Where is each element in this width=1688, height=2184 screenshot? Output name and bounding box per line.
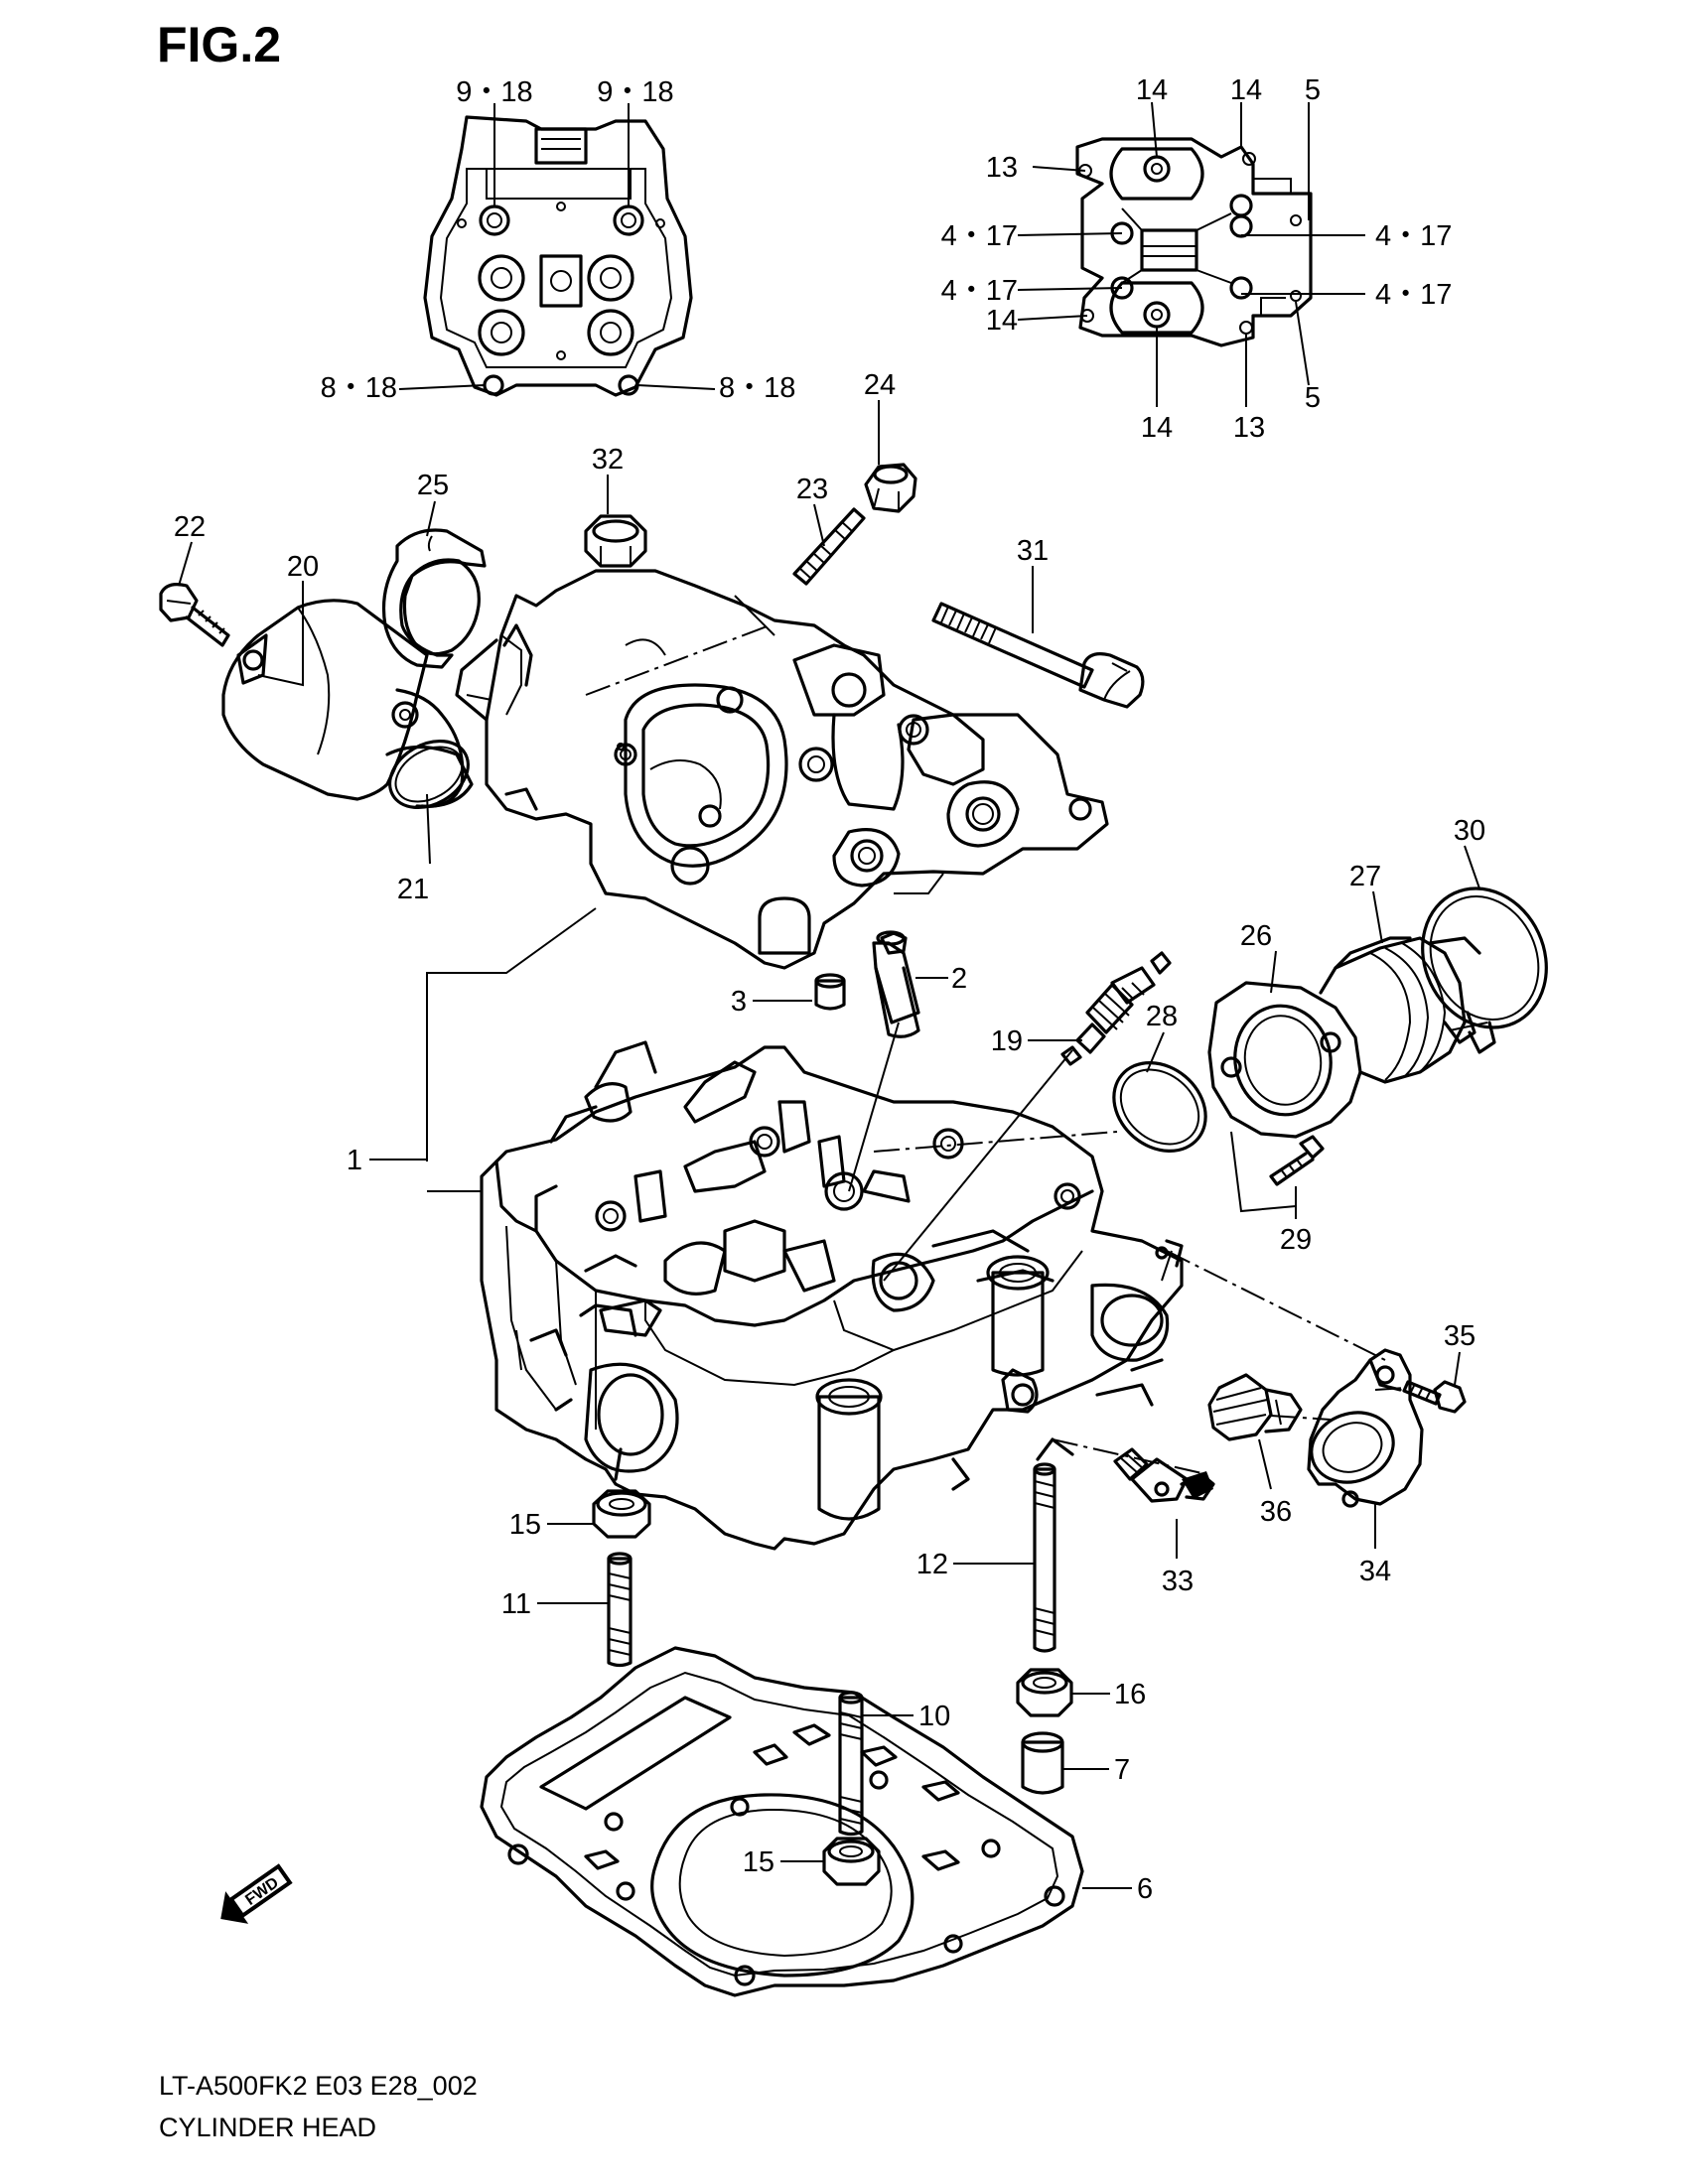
callout-31: 31	[1017, 535, 1049, 567]
callout-12: 12	[916, 1549, 948, 1580]
intake-pipe-27-drawing	[1319, 936, 1481, 1084]
callout-14-a: 14	[1136, 74, 1168, 106]
o-ring-28-drawing	[1112, 1060, 1207, 1154]
callout-4-17-a: 4・17	[941, 220, 1018, 252]
callout-4-17-b: 4・17	[1375, 220, 1452, 252]
thermostat-36-drawing	[1207, 1373, 1303, 1441]
clamp-30-drawing	[1421, 887, 1548, 1054]
bolt-31-drawing	[931, 602, 1145, 709]
stud-11-drawing	[607, 1552, 633, 1668]
callout-34: 34	[1359, 1556, 1391, 1587]
callout-5-b: 5	[1305, 382, 1321, 414]
bolt-35-drawing	[1402, 1380, 1467, 1414]
callout-9-18-right: 9・18	[597, 76, 673, 108]
callout-35: 35	[1444, 1320, 1476, 1352]
callout-1: 1	[347, 1145, 362, 1176]
callout-15-upper: 15	[509, 1509, 541, 1541]
spark-plug-19-drawing	[1060, 951, 1172, 1066]
callout-32: 32	[592, 444, 624, 476]
stud-12-drawing	[1033, 1462, 1056, 1653]
figure-title: FIG.2	[157, 17, 281, 72]
callout-22: 22	[174, 511, 206, 543]
callout-28: 28	[1146, 1001, 1178, 1032]
stud-10-drawing	[838, 1691, 864, 1837]
callout-13-a: 13	[986, 152, 1018, 184]
callout-30: 30	[1454, 815, 1485, 847]
center-dash-lines	[585, 624, 1406, 1475]
guide-2-drawing	[872, 930, 920, 1038]
figure-code: LT-A500FK2 E03 E28_002	[159, 2071, 478, 2101]
callout-5-a: 5	[1305, 74, 1321, 106]
nut-24-drawing	[864, 463, 917, 513]
callout-10: 10	[918, 1701, 950, 1732]
callout-4-17-c: 4・17	[941, 275, 1018, 307]
nut-15-lower-drawing	[822, 1837, 881, 1886]
callout-13-b: 13	[1233, 412, 1265, 444]
cylinder-head-cover-drawing	[455, 569, 1109, 970]
cylinder-head-drawing	[480, 1040, 1184, 1551]
main-leader-lines	[178, 400, 1480, 1889]
dowel-3-drawing	[814, 973, 846, 1011]
callout-27: 27	[1349, 861, 1381, 892]
callout-8-18-left: 8・18	[321, 372, 397, 404]
callout-33: 33	[1162, 1566, 1194, 1597]
screw-29-drawing	[1269, 1135, 1325, 1186]
callout-16: 16	[1114, 1679, 1146, 1710]
dowel-7-drawing	[1021, 1731, 1064, 1795]
forward-direction-arrow: FWD	[220, 1863, 293, 1924]
callout-14-b: 14	[1230, 74, 1262, 106]
callout-14-d: 14	[1141, 412, 1173, 444]
nut-15-upper-drawing	[592, 1489, 651, 1539]
nut-16-drawing	[1016, 1668, 1073, 1717]
callout-15-lower: 15	[743, 1846, 774, 1878]
nut-32-drawing	[584, 514, 647, 568]
callout-24: 24	[864, 369, 896, 401]
bolt-22-drawing	[159, 583, 230, 647]
top-left-leader-lines	[398, 103, 716, 390]
callout-29: 29	[1280, 1224, 1312, 1256]
callout-19: 19	[991, 1025, 1023, 1057]
o-ring-21-drawing	[388, 739, 470, 810]
callout-36: 36	[1260, 1496, 1292, 1528]
thermostat-cover-34-drawing	[1307, 1348, 1424, 1508]
intake-pipe-26-drawing	[1207, 981, 1362, 1139]
callout-2: 2	[951, 963, 967, 995]
callout-20: 20	[287, 551, 319, 583]
callout-7: 7	[1114, 1754, 1130, 1786]
head-top-view-drawing	[423, 115, 693, 397]
stud-23-drawing	[792, 507, 866, 586]
figure-name: CYLINDER HEAD	[159, 2113, 376, 2142]
callout-25: 25	[417, 470, 449, 501]
callout-4-17-d: 4・17	[1375, 279, 1452, 311]
callout-26: 26	[1240, 920, 1272, 952]
callout-14-c: 14	[986, 305, 1018, 337]
sensor-33-drawing	[1113, 1447, 1215, 1503]
callout-6: 6	[1137, 1873, 1153, 1905]
head-gasket-6-drawing	[480, 1646, 1084, 1997]
callout-11: 11	[501, 1588, 531, 1620]
callout-21: 21	[397, 874, 429, 905]
head-bottom-view-drawing	[1075, 137, 1313, 347]
water-pipe-20-drawing	[221, 599, 474, 808]
callout-23: 23	[796, 474, 828, 505]
callout-3: 3	[731, 986, 747, 1018]
seal-25-drawing	[381, 528, 487, 669]
callout-8-18-right: 8・18	[719, 372, 795, 404]
callout-9-18-left: 9・18	[456, 76, 532, 108]
top-right-leader-lines	[1017, 101, 1365, 407]
